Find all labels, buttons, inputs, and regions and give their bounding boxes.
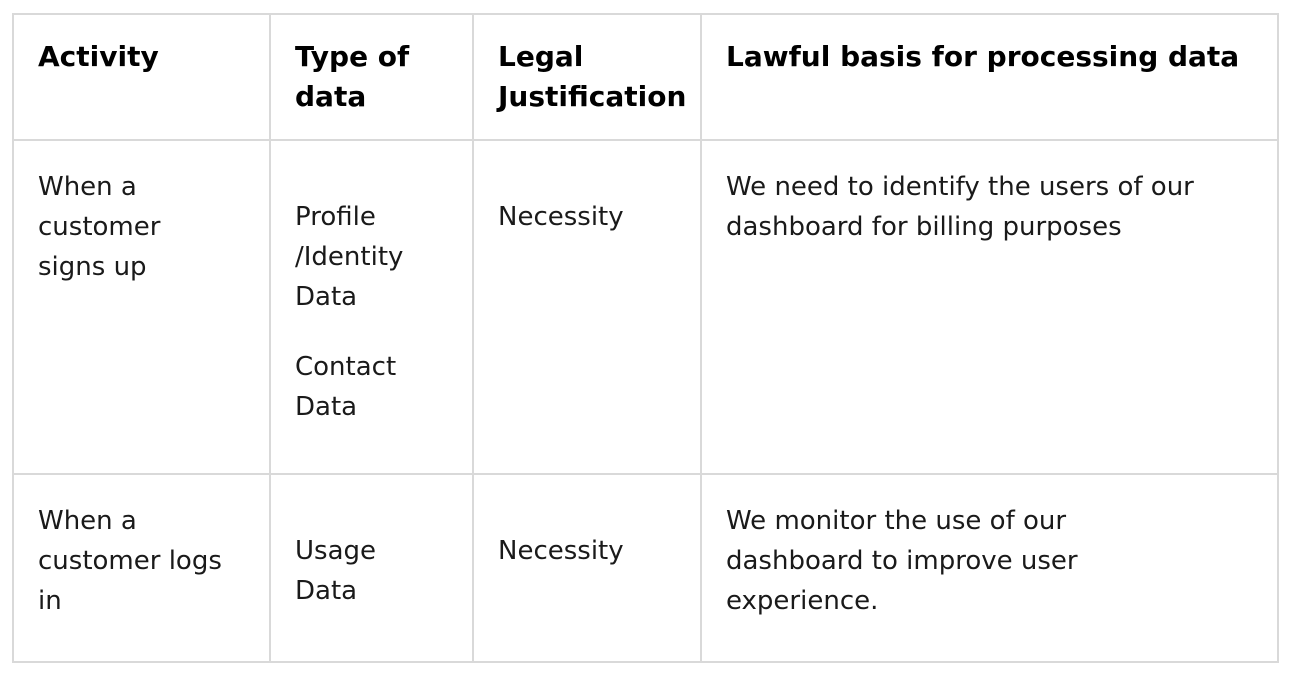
header-type-of-data: Type of data: [269, 13, 474, 141]
header-legal-justification: Legal Justification: [472, 13, 702, 141]
header-lawful-basis-label: Lawful basis for processing data: [726, 40, 1240, 73]
cell-legal-justification-login: Necessity: [472, 473, 702, 663]
header-row: Activity Type of data Legal Justificatio…: [12, 13, 1279, 141]
cell-activity-login: When a customer logs in: [12, 473, 271, 663]
legal-justification-text: Necessity: [498, 536, 624, 566]
table-row-login: When a customer logs in Usage Data Neces…: [12, 473, 1279, 663]
type-of-data-text: Contact Data: [295, 352, 397, 422]
table-row-signup: When a customer signs up Profile /Identi…: [12, 139, 1279, 475]
cell-legal-justification-signup: Necessity: [472, 139, 702, 475]
header-type-of-data-label: Type of data: [295, 40, 410, 113]
header-activity-label: Activity: [38, 40, 159, 73]
cell-lawful-basis-login: We monitor the use of our dashboard to i…: [700, 473, 1279, 663]
cell-activity-signup: When a customer signs up: [12, 139, 271, 475]
legal-justification-text: Necessity: [498, 202, 624, 232]
activity-text: When a customer logs in: [38, 506, 222, 616]
header-activity: Activity: [12, 13, 271, 141]
data-processing-table: Activity Type of data Legal Justificatio…: [12, 13, 1279, 663]
header-lawful-basis: Lawful basis for processing data: [700, 13, 1279, 141]
cell-type-of-data-signup: Profile /Identity Data Contact Data: [269, 139, 474, 475]
activity-text: When a customer signs up: [38, 172, 161, 282]
header-legal-justification-label: Legal Justification: [498, 40, 687, 113]
lawful-basis-text: We monitor the use of our dashboard to i…: [726, 506, 1078, 616]
type-of-data-text: Profile /Identity Data: [295, 202, 404, 312]
cell-lawful-basis-signup: We need to identify the users of our das…: [700, 139, 1279, 475]
cell-type-of-data-login: Usage Data: [269, 473, 474, 663]
type-of-data-text: Usage Data: [295, 536, 377, 606]
lawful-basis-text: We need to identify the users of our das…: [726, 172, 1194, 242]
